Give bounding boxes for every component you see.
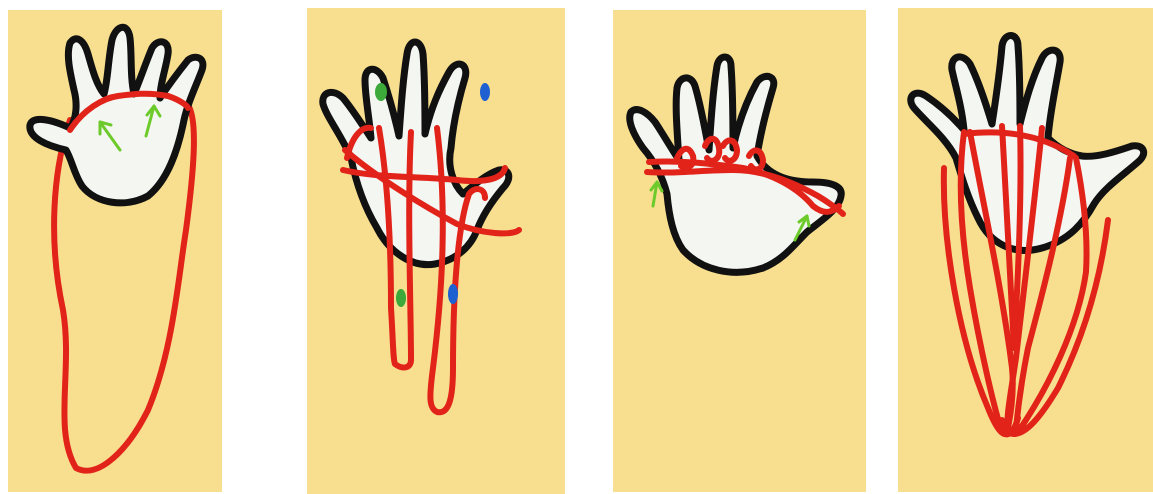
step-1-illustration	[8, 10, 222, 492]
step-3-panel	[613, 10, 866, 492]
green-dot-icon	[396, 289, 406, 307]
green-arrow-icon	[651, 182, 662, 206]
green-dot-icon	[375, 83, 387, 101]
step-2-illustration	[307, 8, 565, 494]
step-3-illustration	[613, 10, 866, 492]
step-1-panel	[8, 10, 222, 492]
step-4-illustration	[898, 8, 1153, 492]
blue-dot-icon	[448, 284, 458, 304]
step-4-panel	[898, 8, 1153, 492]
step-2-panel	[307, 8, 565, 494]
string-loop	[430, 128, 485, 412]
blue-dot-icon	[480, 83, 490, 101]
